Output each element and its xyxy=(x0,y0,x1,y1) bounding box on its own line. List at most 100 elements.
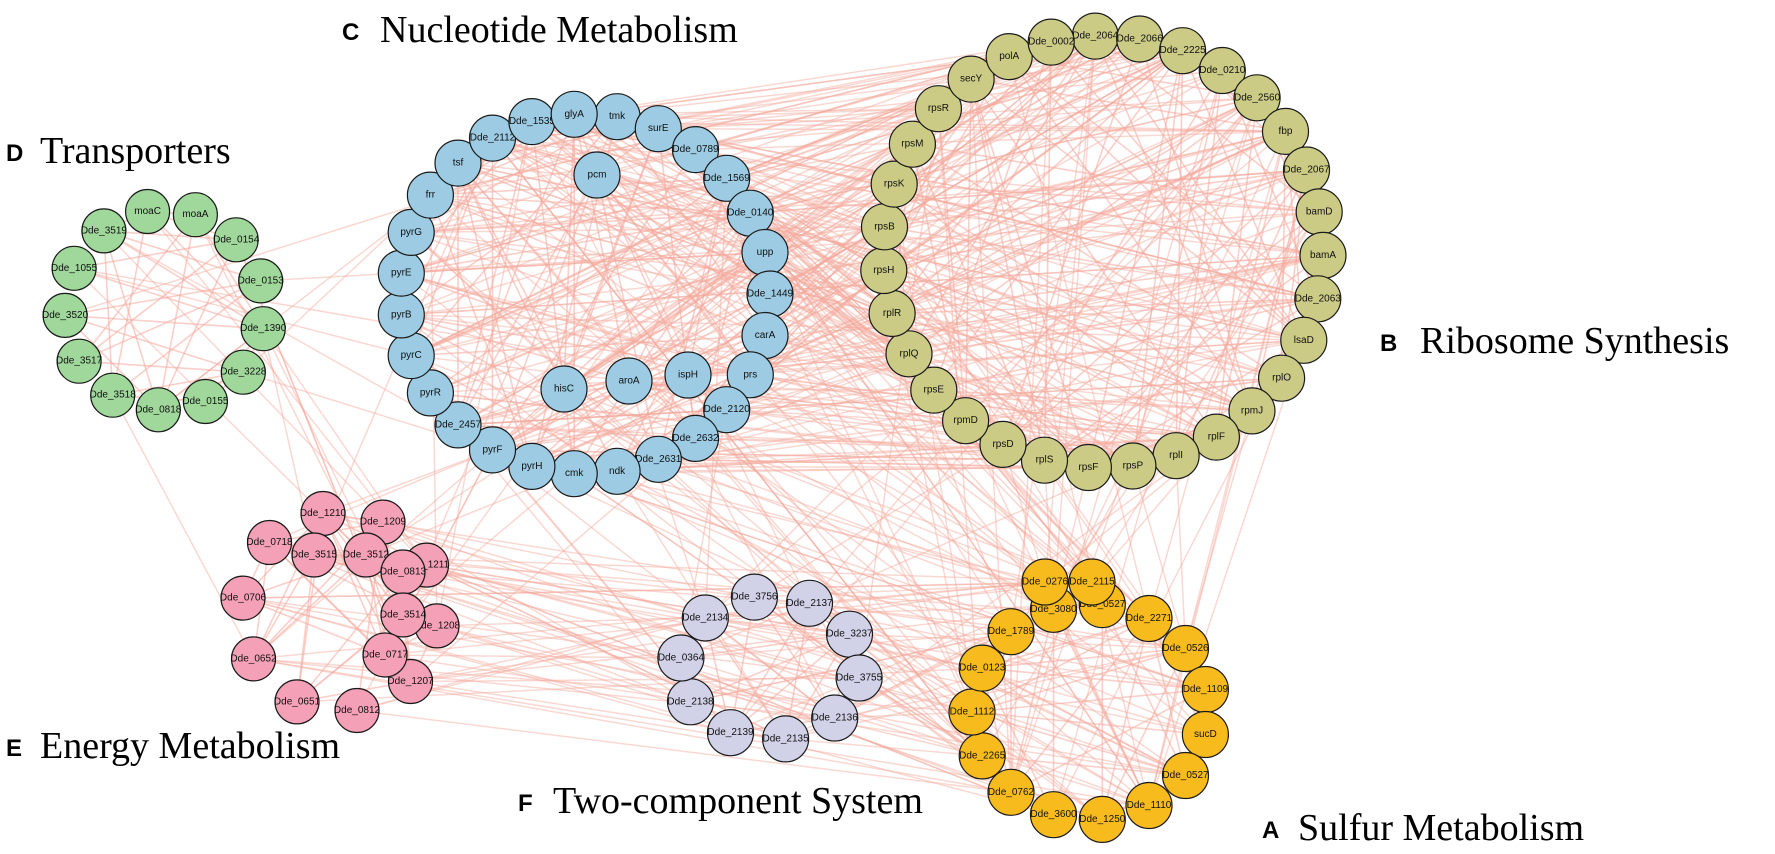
edge xyxy=(883,226,1150,619)
edge xyxy=(726,143,913,180)
node-circle xyxy=(664,351,712,399)
edge xyxy=(457,162,771,295)
edge xyxy=(891,254,1324,315)
node-circle xyxy=(941,397,990,445)
edge xyxy=(764,226,886,337)
node-label: Dde_3515 xyxy=(291,550,338,561)
edge xyxy=(401,272,966,422)
gene-node: Dde_2631 xyxy=(634,435,682,483)
edge xyxy=(457,377,1282,426)
edge xyxy=(430,194,1253,412)
edge xyxy=(704,130,1286,619)
edge xyxy=(436,603,1103,627)
edge xyxy=(410,50,1183,357)
node-circle xyxy=(785,579,834,627)
edge xyxy=(410,143,913,357)
gene-node: moaA xyxy=(172,192,218,238)
edge xyxy=(563,114,575,390)
node-label: Dde_0364 xyxy=(658,653,705,664)
edge xyxy=(596,174,1253,412)
node-circle xyxy=(987,768,1035,816)
edge xyxy=(1087,169,1308,468)
node-label: rpsD xyxy=(992,439,1013,450)
node-label: ndk xyxy=(609,466,626,477)
node-label: rplQ xyxy=(900,348,919,359)
edge xyxy=(410,78,972,357)
edge xyxy=(971,647,1186,713)
edge xyxy=(687,254,1324,376)
edge xyxy=(1094,35,1320,213)
node-label: Dde_2138 xyxy=(667,696,714,707)
gene-node: glyA xyxy=(550,90,598,138)
edge xyxy=(749,374,1046,583)
node-label: Dde_0762 xyxy=(988,787,1035,798)
edge xyxy=(596,174,689,376)
edge xyxy=(695,169,1307,440)
edge xyxy=(965,97,1258,422)
edge xyxy=(658,127,1286,133)
edge xyxy=(964,79,972,421)
node-circle xyxy=(835,654,883,702)
edge xyxy=(883,226,1093,583)
edge xyxy=(322,449,493,515)
node-circle xyxy=(958,644,1006,692)
gene-node: rpsM xyxy=(888,120,937,168)
edge xyxy=(764,298,1318,337)
edge xyxy=(1008,56,1305,341)
node-circle xyxy=(1020,436,1069,484)
edge xyxy=(492,226,885,451)
node-label: Dde_2560 xyxy=(1234,92,1281,103)
edge xyxy=(426,564,1054,816)
edge xyxy=(382,521,706,619)
edge xyxy=(1175,50,1184,456)
node-circle xyxy=(870,160,918,208)
node-label: rpsE xyxy=(924,385,945,396)
edge xyxy=(1044,298,1319,461)
edge xyxy=(694,213,752,439)
node-circle xyxy=(220,575,266,621)
edge xyxy=(401,254,1324,316)
edge xyxy=(252,554,367,660)
edge xyxy=(970,78,1286,133)
node-circle xyxy=(885,330,933,378)
node-label: Dde_0789 xyxy=(672,144,719,155)
gene-node: Dde_0002 xyxy=(1027,18,1075,66)
node-circle xyxy=(1198,46,1246,95)
edge xyxy=(911,143,1283,379)
cluster-letter: D xyxy=(6,140,23,167)
edge xyxy=(242,597,386,656)
edge xyxy=(103,230,114,396)
node-circle xyxy=(362,632,408,678)
gene-node: Dde_2136 xyxy=(811,694,859,742)
edge xyxy=(937,108,967,421)
gene-node: Dde_0155 xyxy=(182,378,229,425)
gene-node: Dde_3755 xyxy=(835,654,883,702)
edge xyxy=(749,130,1286,376)
node-label: Dde_1112 xyxy=(950,707,995,718)
gene-node: rpsP xyxy=(1109,442,1157,490)
edge xyxy=(430,194,751,214)
edge xyxy=(769,50,1183,295)
edge xyxy=(457,114,575,426)
edge xyxy=(410,617,706,683)
edge xyxy=(563,38,1141,390)
edge xyxy=(563,143,913,390)
edge xyxy=(883,269,1089,469)
edge xyxy=(491,149,697,451)
edge xyxy=(112,280,262,396)
edge xyxy=(401,251,766,274)
edge xyxy=(457,35,1096,426)
gene-node: Dde_1390 xyxy=(240,306,287,352)
edge xyxy=(1008,56,1150,619)
node-circle xyxy=(671,126,720,174)
edge xyxy=(616,116,766,336)
node-circle xyxy=(1161,624,1210,673)
edge xyxy=(694,149,973,713)
edge xyxy=(401,254,1324,316)
edge xyxy=(410,603,1103,683)
edge xyxy=(242,597,731,734)
edge xyxy=(492,137,1046,583)
edge xyxy=(430,194,1177,457)
gene-node: Dde_2067 xyxy=(1282,146,1331,194)
edge xyxy=(729,97,1258,734)
